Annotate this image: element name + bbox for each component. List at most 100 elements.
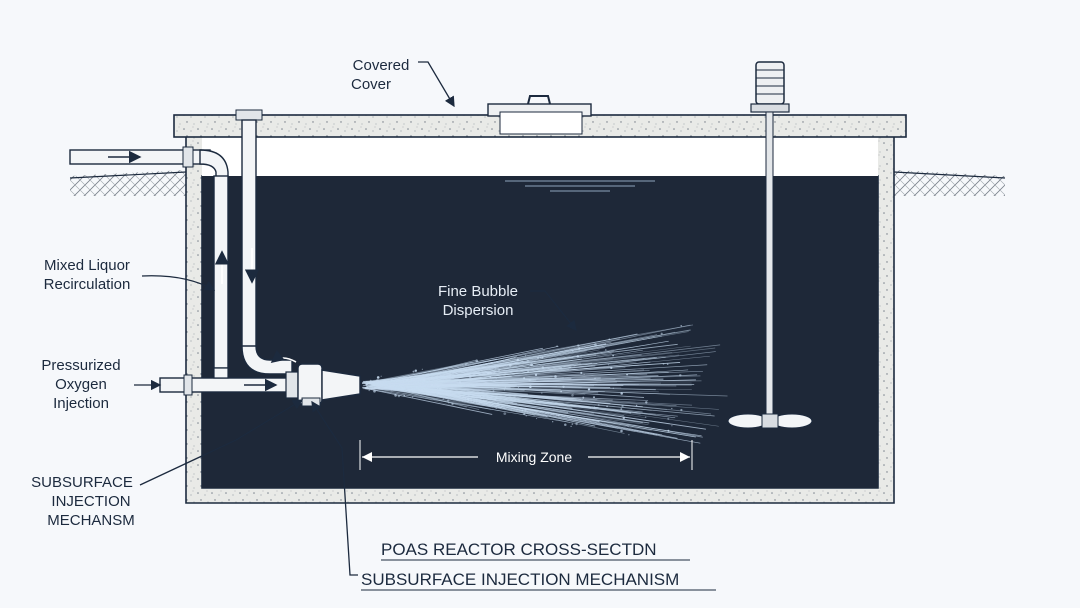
bubble-streak xyxy=(362,362,517,383)
bubble-dot xyxy=(523,377,526,380)
bubble-dot xyxy=(496,402,500,405)
bubble-dot xyxy=(376,376,380,379)
mixing-zone-label: Mixing Zone xyxy=(496,449,572,465)
bubble-dot xyxy=(373,389,376,393)
bubble-dot xyxy=(427,393,430,396)
bubble-dot xyxy=(487,372,490,375)
bubble-dot xyxy=(593,406,596,408)
bubble-dot xyxy=(419,391,421,393)
bubble-dot xyxy=(468,382,470,385)
bubble-dot xyxy=(524,355,527,357)
bubble-dot xyxy=(552,421,554,423)
bubble-streak xyxy=(379,386,536,416)
bubble-dot xyxy=(390,388,393,391)
bubble-dot xyxy=(485,392,488,396)
bubble-streak xyxy=(365,381,517,404)
bubble-dot xyxy=(571,349,574,352)
bubble-dot xyxy=(527,370,529,373)
tank-headspace xyxy=(202,136,878,176)
bubble-dot xyxy=(369,379,372,382)
bubble-dot xyxy=(430,383,434,387)
bubble-streak xyxy=(399,381,582,388)
bubble-dot xyxy=(466,397,470,401)
bubble-dot xyxy=(385,386,387,389)
bubble-streak xyxy=(362,386,485,407)
ground-soil-left xyxy=(70,170,186,196)
bubble-dot xyxy=(516,358,519,361)
bubble-dot xyxy=(577,344,580,347)
bubble-streak xyxy=(370,375,701,385)
bubble-label-line1: Fine Bubble xyxy=(438,283,518,300)
bubble-dot xyxy=(397,394,401,398)
bubble-dot xyxy=(471,384,475,388)
bubble-dot xyxy=(607,364,609,366)
bubble-streak xyxy=(393,383,599,394)
bubble-dot xyxy=(366,385,369,388)
bubble-dot xyxy=(645,401,648,404)
bubble-dot xyxy=(660,332,663,335)
bubble-dot xyxy=(438,387,442,391)
bubble-dot xyxy=(622,416,626,420)
bubble-streak xyxy=(393,349,643,388)
bubble-dot xyxy=(489,375,492,378)
bubble-streak xyxy=(377,324,691,389)
bubble-dot xyxy=(437,385,440,388)
inlet-pipe xyxy=(69,146,229,181)
bubble-dot xyxy=(459,381,461,384)
bubble-dot xyxy=(421,368,423,370)
bubble-dot xyxy=(606,405,608,408)
mixer-motor-icon xyxy=(750,61,790,113)
bubble-dot xyxy=(556,345,558,347)
bubble-dot xyxy=(412,396,414,398)
mlr-label-line1: Mixed Liquor xyxy=(44,257,130,274)
bubble-dot xyxy=(412,370,415,373)
bubble-dot xyxy=(430,391,432,393)
bubble-dot xyxy=(492,389,495,392)
bubble-dot xyxy=(534,373,538,377)
bubble-dot xyxy=(517,386,520,388)
bubble-streak xyxy=(399,349,600,387)
bubble-dot xyxy=(578,347,581,350)
bubble-dot xyxy=(626,373,629,376)
bubble-dot xyxy=(627,425,629,427)
bubble-streak xyxy=(401,335,663,386)
bubble-dot xyxy=(436,387,439,390)
bubble-dot xyxy=(680,408,683,412)
bubble-dot xyxy=(390,379,393,382)
bubble-dot xyxy=(671,407,673,410)
diagram-title: POAS REACTOR CROSS-SECTDN xyxy=(381,540,657,559)
bubble-dot xyxy=(671,425,673,427)
bubble-dot xyxy=(608,338,611,341)
bubble-dot xyxy=(503,389,505,391)
bubble-dot xyxy=(460,384,463,387)
bubble-dot xyxy=(365,383,368,386)
recirculation-pipe-down xyxy=(235,109,293,375)
bubble-streak xyxy=(386,380,515,388)
bubble-dot xyxy=(525,415,527,417)
bubble-streak xyxy=(366,381,611,405)
bubble-dot xyxy=(558,414,560,417)
bubble-dot xyxy=(560,390,562,393)
sim-label-line2: INJECTION xyxy=(51,493,130,510)
fine-bubble-plume xyxy=(362,324,728,444)
bubble-dot xyxy=(479,378,481,380)
bubble-dot xyxy=(367,388,370,390)
oxy-label-line3: Injection xyxy=(53,395,109,412)
bubble-dot xyxy=(414,369,418,372)
bubble-dot xyxy=(439,377,441,379)
bubble-streak xyxy=(394,355,710,388)
bubble-dot xyxy=(610,366,613,370)
bubble-dot xyxy=(593,396,595,399)
bubble-dot xyxy=(541,356,544,359)
bubble-dot xyxy=(407,382,410,385)
bubble-label-line2: Dispersion xyxy=(443,302,514,319)
bubble-dot xyxy=(524,408,527,411)
bubble-streak xyxy=(397,379,696,388)
bubble-dot xyxy=(403,394,405,397)
bubble-dot xyxy=(612,387,614,389)
bubble-streak xyxy=(379,359,510,384)
bubble-dot xyxy=(679,373,682,377)
bubble-streak xyxy=(388,380,599,384)
bubble-streak xyxy=(365,388,571,423)
bubble-dot xyxy=(666,363,669,365)
